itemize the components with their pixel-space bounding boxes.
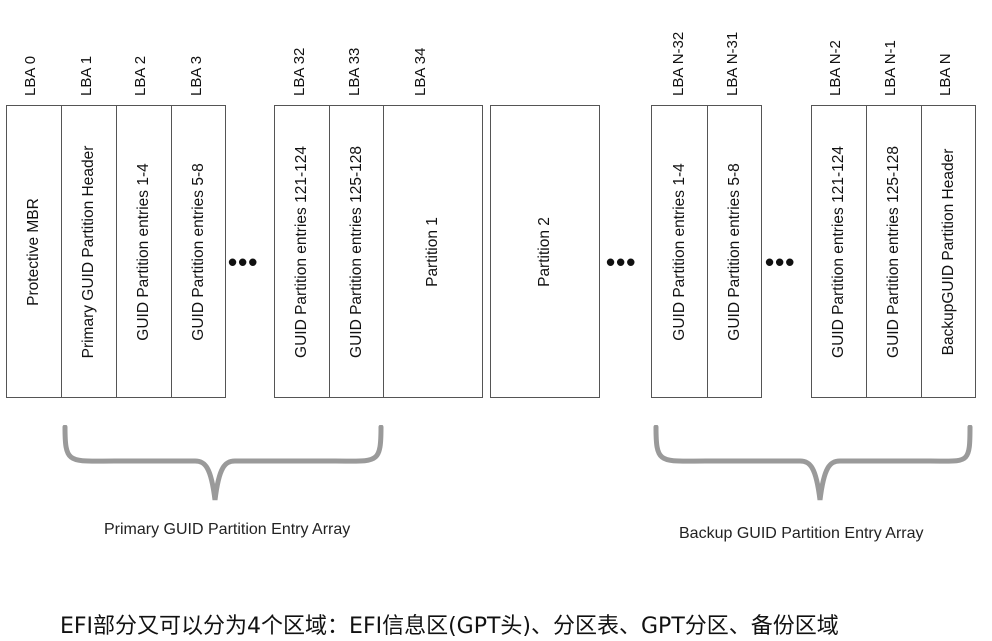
partition-1-label: Partition 1 [424,216,441,287]
backup-entries-5-8-block: GUID Partition entries 5-8 [707,105,762,398]
entries-1-4-label: GUID Partition entries 1-4 [135,162,152,341]
backup-entries-121-124-label: GUID Partition entries 121-124 [830,145,847,358]
partition-1-block: Partition 1 [383,105,483,398]
lba-34-label: LBA 34 [412,47,429,96]
backup-entries-1-4-label: GUID Partition entries 1-4 [670,162,688,341]
entries-5-8-block: GUID Partition entries 5-8 [171,105,226,398]
lba-n31-label: LBA N-31 [724,31,741,96]
lba-n1-label: LBA N-1 [882,40,899,96]
footer-description: EFI部分又可以分为4个区域：EFI信息区(GPT头)、分区表、GPT分区、备份… [60,614,839,639]
entries-125-128-label: GUID Partition entries 125-128 [347,145,365,358]
primary-array-caption: Primary GUID Partition Entry Array [104,521,351,538]
lba-2-label: LBA 2 [132,55,149,96]
protective-mbr-block: Protective MBR [6,105,62,398]
entries-5-8-label: GUID Partition entries 5-8 [189,162,207,341]
lba-n-label: LBA N [937,53,954,96]
ellipsis-primary: ••• [228,247,259,277]
backup-entries-5-8-label: GUID Partition entries 5-8 [725,162,743,341]
protective-mbr-label: Protective MBR [25,197,42,306]
backup-header-label: BackupGUID Partition Header [939,148,957,355]
ellipsis-backup: ••• [765,247,796,277]
lba-n32-label: LBA N-32 [670,31,687,96]
partition-2-label: Partition 2 [536,216,553,287]
backup-entries-125-128-label: GUID Partition entries 125-128 [885,145,902,358]
lba-n2-label: LBA N-2 [827,40,844,96]
lba-0-label: LBA 0 [22,55,39,96]
lba-33-label: LBA 33 [346,47,363,96]
backup-header-block: BackupGUID Partition Header [921,105,976,398]
backup-array-brace [653,425,973,501]
lba-3-label: LBA 3 [188,55,205,96]
entries-1-4-block: GUID Partition entries 1-4 [116,105,172,398]
primary-array-brace [62,425,384,501]
backup-entries-1-4-block: GUID Partition entries 1-4 [651,105,708,398]
backup-entries-125-128-block: GUID Partition entries 125-128 [866,105,922,398]
backup-entries-121-124-block: GUID Partition entries 121-124 [811,105,867,398]
entries-121-124-label: GUID Partition entries 121-124 [293,145,310,358]
entries-125-128-block: GUID Partition entries 125-128 [329,105,384,398]
backup-array-caption: Backup GUID Partition Entry Array [679,525,924,542]
entries-121-124-block: GUID Partition entries 121-124 [274,105,330,398]
lba-1-label: LBA 1 [78,55,95,96]
primary-header-block: Primary GUID Partition Header [61,105,117,398]
partition-2-block: Partition 2 [490,105,600,398]
primary-header-label: Primary GUID Partition Header [80,145,97,358]
ellipsis-middle: ••• [606,247,637,277]
lba-32-label: LBA 32 [291,47,308,96]
